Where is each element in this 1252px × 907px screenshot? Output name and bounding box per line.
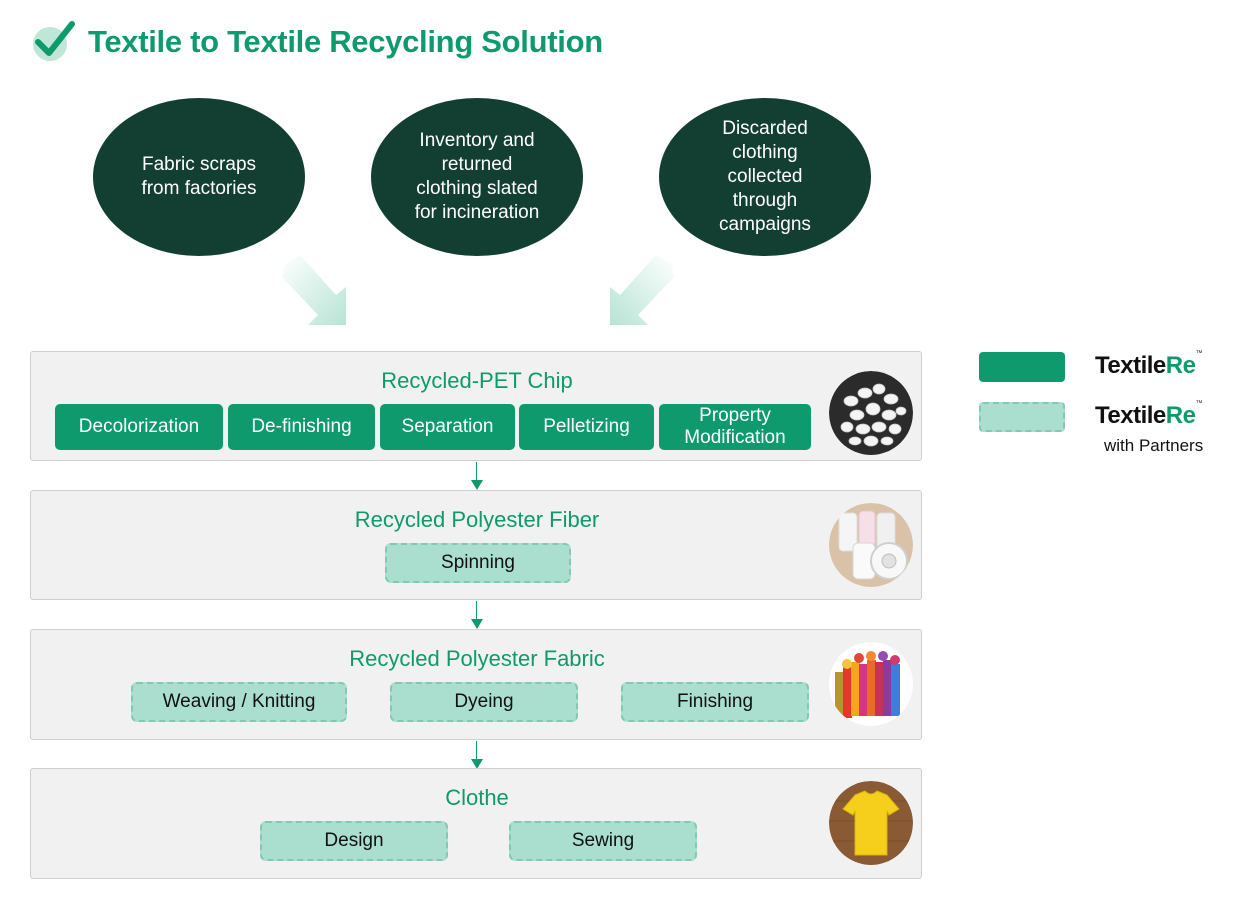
source-fabric-scraps: Fabric scraps from factories [93, 98, 305, 256]
legend-dashed-swatch [979, 402, 1065, 432]
brand-suffix: Re [1165, 402, 1196, 429]
brand-prefix: Textile [1095, 352, 1166, 379]
source-inventory-returned: Inventory and returned clothing slated f… [371, 98, 583, 256]
connector-arrowhead-icon [471, 619, 483, 629]
step-sewing: Sewing [509, 821, 697, 861]
source-discarded-clothing: Discarded clothing collected through cam… [659, 98, 871, 256]
step-design: Design [260, 821, 448, 861]
connector-arrowhead-icon [471, 759, 483, 769]
step-spinning: Spinning [385, 543, 571, 583]
source-label: Discarded clothing collected through cam… [719, 118, 811, 235]
connector-line [476, 462, 477, 481]
source-label: Inventory and returned clothing slated f… [414, 130, 540, 223]
stage-title: Clothe [445, 785, 509, 810]
connector-line [476, 601, 477, 620]
step-pelletizing: Pelletizing [519, 404, 654, 450]
source-label: Fabric scraps from factories [141, 154, 257, 199]
step-dyeing: Dyeing [390, 682, 578, 722]
legend-solid-swatch [979, 352, 1065, 382]
stage-recycled-polyester-fiber: Recycled Polyester Fiber Spinning [30, 490, 922, 600]
stage-title: Recycled-PET Chip [381, 368, 573, 393]
step-finishing: Finishing [621, 682, 809, 722]
fiber-spools-photo [829, 503, 913, 587]
connector-arrowhead-icon [471, 480, 483, 490]
connector-line [476, 741, 477, 760]
brand-prefix: Textile [1095, 402, 1166, 429]
legend-brand-textilere-partners: TextileRe™ [1095, 400, 1202, 430]
stage-clothe: Clothe Design Sewing [30, 768, 922, 879]
legend-brand-textilere: TextileRe™ [1095, 350, 1202, 380]
trademark: ™ [1195, 400, 1202, 407]
checkmark-icon [33, 21, 75, 61]
stage-recycled-polyester-fabric: Recycled Polyester Fabric Weaving / Knit… [30, 629, 922, 740]
legend-with-partners-label: with Partners [1104, 436, 1204, 455]
pet-chip-pellets-photo [829, 371, 913, 455]
step-separation: Separation [380, 404, 515, 450]
step-weaving-knitting: Weaving / Knitting [131, 682, 347, 722]
step-property-modification: Property Modification [659, 404, 811, 450]
page-title: Textile to Textile Recycling Solution [88, 24, 603, 59]
flow-arrow-icon [610, 255, 674, 325]
flow-arrow-icon [282, 255, 346, 325]
step-decolorization: Decolorization [55, 404, 223, 450]
stage-title: Recycled Polyester Fiber [354, 507, 600, 532]
stage-title: Recycled Polyester Fabric [349, 646, 605, 671]
step-de-finishing: De-finishing [228, 404, 375, 450]
yellow-tshirt-photo [829, 781, 913, 865]
trademark: ™ [1195, 350, 1202, 357]
brand-suffix: Re [1165, 352, 1196, 379]
fabric-rolls-photo [829, 642, 913, 726]
stage-recycled-pet-chip: Recycled-PET Chip Decolorization De-fini… [30, 351, 922, 461]
